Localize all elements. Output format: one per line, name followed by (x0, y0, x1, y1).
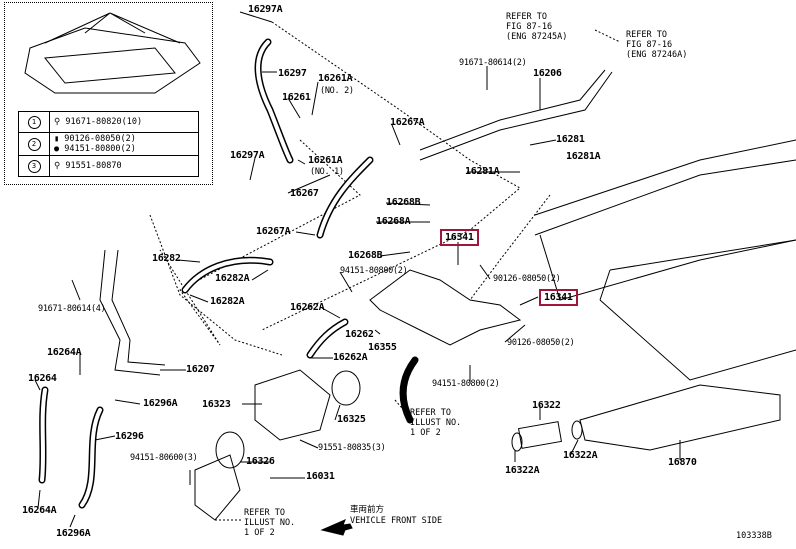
part-label[interactable]: 16281 (556, 134, 585, 145)
pipe-16322 (517, 421, 563, 449)
gasket-16325 (331, 370, 361, 406)
pipe-16207 (99, 249, 166, 376)
part-label[interactable]: 16297A (248, 4, 283, 15)
intake-manifold (579, 384, 781, 451)
part-label[interactable]: 16282 (152, 253, 181, 264)
part-label[interactable]: 16323 (202, 399, 231, 410)
part-label[interactable]: 16322A (563, 450, 598, 461)
part-label[interactable]: 16268B (348, 250, 383, 261)
part-label[interactable]: 16261A (318, 73, 353, 84)
part-label[interactable]: 94151-80800(2) (432, 379, 500, 389)
part-label[interactable]: 16262A (290, 302, 325, 313)
part-label[interactable]: 94151-80600(3) (130, 453, 198, 463)
part-label[interactable]: 94151-80800(2) (340, 266, 408, 276)
reference-note: REFER TO FIG 87-16 (ENG 87246A) (626, 30, 688, 60)
part-label[interactable]: 91671-80614(4) (38, 304, 106, 314)
legend-num: 2 (27, 137, 41, 151)
part-label[interactable]: 16282A (215, 273, 250, 284)
part-label[interactable]: 16296A (143, 398, 178, 409)
gasket-16326 (215, 431, 245, 469)
legend-part: 91551-80870 (65, 161, 122, 171)
part-label[interactable]: 16325 (337, 414, 366, 425)
part-label[interactable]: 16264 (28, 373, 57, 384)
figure-id: 103338B (736, 531, 772, 541)
part-label[interactable]: 16268A (376, 216, 411, 227)
legend-part: 94151-80800(2) (64, 144, 136, 154)
part-label[interactable]: 16296 (115, 431, 144, 442)
legend-num: 1 (27, 115, 41, 129)
part-label[interactable]: 16267A (256, 226, 291, 237)
part-label-highlighted[interactable]: 16341 (440, 229, 479, 246)
part-label[interactable]: 16206 (533, 68, 562, 79)
part-label[interactable]: 16264A (47, 347, 82, 358)
part-label[interactable]: 16262A (333, 352, 368, 363)
water-pump (254, 369, 331, 441)
reference-note: REFER TO FIG 87-16 (ENG 87245A) (506, 12, 568, 42)
part-note: (NO. 1) (310, 167, 344, 177)
front-label-jp: 車両前方 (350, 505, 385, 515)
leader-lines (34, 11, 681, 528)
part-label[interactable]: 16267 (290, 188, 319, 199)
part-label[interactable]: 16267A (390, 117, 425, 128)
legend-part: 90126-08050(2) (64, 134, 136, 144)
legend-box: 1 ⚲ 91671-80820(10) 2 ▮ 90126-08050(2)● … (4, 2, 213, 185)
legend-illustration (24, 12, 201, 94)
part-label[interactable]: 90126-08050(2) (493, 274, 561, 284)
part-label[interactable]: 91671-80614(2) (459, 58, 527, 68)
part-label[interactable]: 90126-08050(2) (507, 338, 575, 348)
thermostat-housing (194, 454, 241, 521)
water-outlet (369, 269, 522, 346)
part-label[interactable]: 16207 (186, 364, 215, 375)
part-note: (NO. 2) (320, 86, 354, 96)
reference-note: REFER TO ILLUST NO. 1 OF 2 (244, 508, 296, 538)
part-label[interactable]: 16297 (278, 68, 307, 79)
part-label[interactable]: 16262 (345, 329, 374, 340)
part-label[interactable]: 16322 (532, 400, 561, 411)
oring-16322A (511, 432, 523, 452)
part-label[interactable]: 16261 (282, 92, 311, 103)
part-label[interactable]: 16297A (230, 150, 265, 161)
front-label: VEHICLE FRONT SIDE (350, 516, 443, 526)
reference-note: REFER TO ILLUST NO. 1 OF 2 (410, 408, 462, 438)
part-label[interactable]: 16261A (308, 155, 343, 166)
part-label[interactable]: 16326 (246, 456, 275, 467)
front-arrow-icon (320, 519, 353, 536)
legend-table: 1 ⚲ 91671-80820(10) 2 ▮ 90126-08050(2)● … (18, 111, 199, 177)
part-label[interactable]: 16322A (505, 465, 540, 476)
part-label[interactable]: 16264A (22, 505, 57, 516)
legend-row: 1 ⚲ 91671-80820(10) (18, 111, 199, 133)
cylinder-head-upper (534, 139, 796, 301)
part-label[interactable]: 16282A (210, 296, 245, 307)
part-label[interactable]: 16281A (465, 166, 500, 177)
part-label[interactable]: 16281A (566, 151, 601, 162)
legend-row: 3 ⚲ 91551-80870 (18, 155, 199, 177)
legend-row: 2 ▮ 90126-08050(2)● 94151-80800(2) (18, 132, 199, 156)
legend-num: 3 (27, 159, 41, 173)
part-label[interactable]: 16031 (306, 471, 335, 482)
legend-part: 91671-80820(10) (65, 117, 143, 127)
cylinder-head-lower (599, 239, 796, 381)
part-label[interactable]: 16268B (386, 197, 421, 208)
part-label[interactable]: 91551-80835(3) (318, 443, 386, 453)
part-label-highlighted[interactable]: 16341 (539, 289, 578, 306)
part-label[interactable]: 16296A (56, 528, 91, 539)
pipe-16206 (419, 69, 613, 161)
part-label[interactable]: 16355 (368, 342, 397, 353)
part-label[interactable]: 16870 (668, 457, 697, 468)
